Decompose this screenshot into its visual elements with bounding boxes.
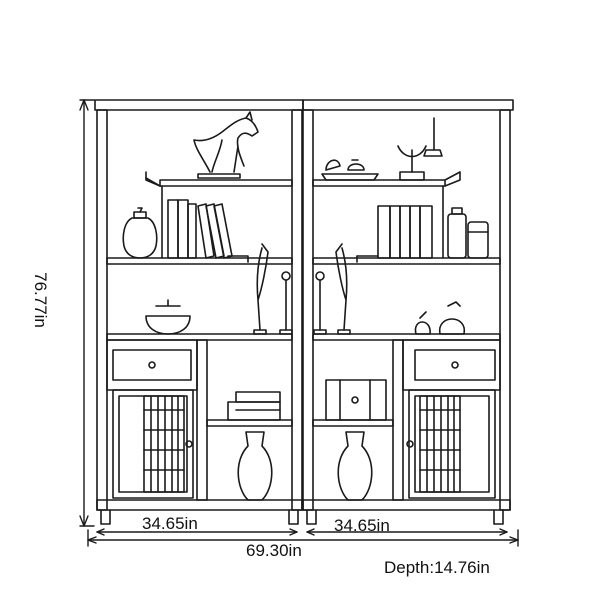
left-bookcase xyxy=(94,99,304,525)
tea-set-icon xyxy=(321,159,379,181)
right-bookcase xyxy=(302,99,514,525)
total-width-label: 69.30in xyxy=(246,541,302,560)
jar-icon xyxy=(447,207,489,259)
candelabra-icon xyxy=(397,117,443,181)
book-icon xyxy=(325,379,387,421)
width-dimension-line xyxy=(87,528,519,547)
right-width-label: 34.65in xyxy=(334,516,390,535)
vase-icon xyxy=(337,431,373,501)
crane-figurine-icon xyxy=(253,243,293,335)
book-icon xyxy=(167,199,233,259)
book-icon xyxy=(377,205,433,259)
jar-icon xyxy=(122,207,158,259)
bowl-icon xyxy=(145,299,191,335)
height-label: 76.77in xyxy=(31,272,50,328)
height-dimension-line xyxy=(79,99,95,527)
left-width-label: 34.65in xyxy=(142,514,198,533)
horse-statue-icon xyxy=(193,111,259,179)
book-icon xyxy=(227,391,281,421)
depth-label: Depth:14.76in xyxy=(384,558,490,577)
bird-ornament-icon xyxy=(414,301,465,335)
crane-figurine-icon xyxy=(313,243,351,335)
vase-icon xyxy=(237,431,273,501)
